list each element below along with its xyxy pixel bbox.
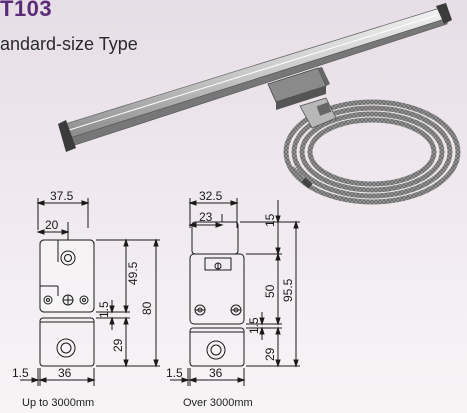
dim-right-top-offset: 15 [263,213,277,227]
dim-left-height-lower: 29 [111,338,125,352]
dim-left-width-inner: 20 [45,218,59,232]
dim-right-height-upper: 50 [263,284,277,298]
dim-left-base-width: 36 [58,366,72,380]
dim-left-offset: 1.5 [12,366,29,380]
dim-right-height-total: 95.5 [281,278,295,302]
dim-left-gap: 1.5 [97,301,111,318]
linear-scale-image [58,3,452,152]
dim-left-width-total: 37.5 [50,189,74,203]
dim-right-gap: 1.5 [247,317,261,334]
dim-right-offset: 1.5 [166,366,183,380]
dim-right-height-lower: 29 [263,347,277,361]
dim-right-width-total: 32.5 [199,189,223,203]
product-title: T103 [0,0,53,21]
drawing-over-3000 [170,198,300,386]
dim-left-height-total: 80 [140,301,154,315]
dim-left-height-upper: 49.5 [126,261,140,285]
dim-right-width-inner: 23 [199,210,213,224]
drawing-up-to-3000 [20,198,160,386]
dim-right-base-width: 36 [209,366,223,380]
product-subtitle: andard-size Type [0,34,138,54]
cable-coil-image [283,97,461,205]
caption-up-to-3000: Up to 3000mm [22,397,95,409]
caption-over-3000: Over 3000mm [183,397,253,409]
